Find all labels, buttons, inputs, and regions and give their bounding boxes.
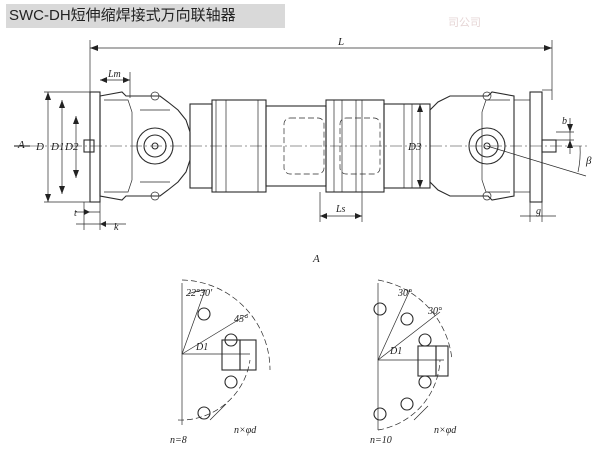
label-t: t [74,208,77,219]
right-flange [514,89,557,203]
dimension-L: L [89,36,553,100]
dimension-b-beta: b β [486,116,592,177]
right-cross-bearing [468,127,506,165]
flange8-angle1: 22°30′ [186,288,213,299]
bolt-hole [418,333,432,347]
flange8-holes: n×φd [234,425,257,436]
left-flange [83,91,101,203]
label-k: k [114,222,119,233]
label-D: D [35,141,44,153]
dimension-Lm: Lm [100,69,131,98]
page-title: SWC-DH短伸缩焊接式万向联轴器 [6,4,285,28]
right-yoke [429,91,515,201]
flange10-n: n=10 [370,435,392,446]
flange10-angle1: 30° [397,288,412,299]
bolt-hole [197,307,211,321]
label-D3: D3 [407,141,422,153]
flange10-D1: D1 [389,346,402,357]
label-Lm: Lm [107,69,121,80]
label-L: L [337,36,344,48]
label-A-view: A [312,253,320,265]
flange8-angle2: 45° [234,314,248,325]
left-diameter-dims: D D1 D2 A [14,91,92,203]
label-D1: D1 [50,141,64,153]
left-cross-bearing [136,127,174,165]
label-beta: β [585,155,592,167]
flange10-angle2: 30° [427,306,442,317]
bolt-hole [400,312,414,326]
label-A-left: A [17,139,25,151]
bolt-hole [373,407,387,421]
flange-view-n10: 30° 30° D1 n×φd n=10 [370,279,457,446]
flange8-n: n=8 [170,435,187,446]
bolt-hole [373,302,387,316]
label-D2: D2 [64,141,79,153]
bolt-hole [197,406,211,420]
label-Ls: Ls [335,204,346,215]
right-spline-shaft [325,99,431,193]
watermark: 司公司 [448,17,481,29]
flange8-D1: D1 [195,342,208,353]
bolt-hole [224,375,238,389]
flange-view-n8: 22°30′ 45° D1 n×φd n=8 [170,279,271,446]
dimension-Ls: Ls [319,192,363,222]
label-b: b [562,116,567,127]
bolt-hole [418,375,432,389]
dimension-t-k-g: t k g [74,202,556,233]
label-g: g [536,206,541,217]
dimension-D3: D3 [407,104,423,188]
flange10-holes: n×φd [434,425,457,436]
bolt-hole [400,397,414,411]
